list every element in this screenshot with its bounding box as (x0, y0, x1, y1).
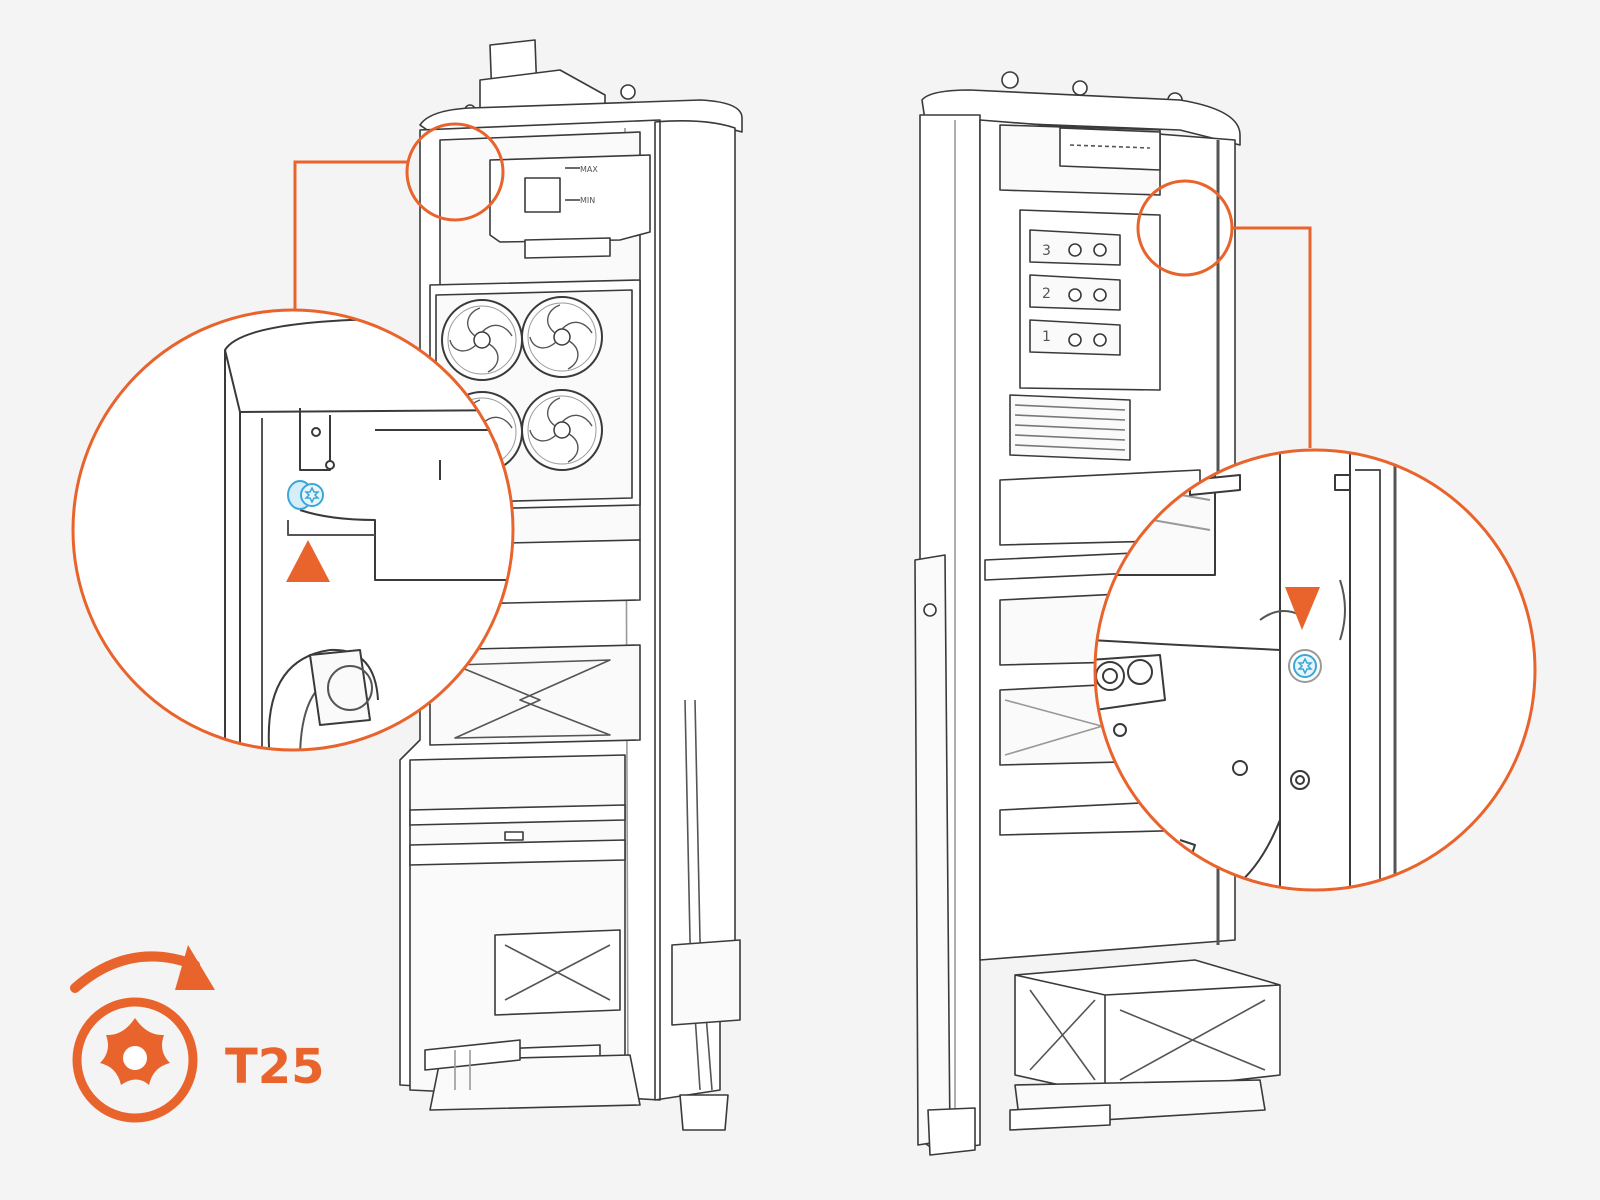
torx-icon (72, 997, 198, 1123)
clockwise-arrow-icon (70, 951, 200, 993)
clockwise-arrow-head-icon (175, 945, 215, 990)
left-callout-source-ring (405, 122, 505, 222)
terminal-number-1: 1 (1042, 329, 1051, 345)
terminal-number-3: 3 (1042, 243, 1051, 259)
tool-size-label: T25 (225, 1039, 325, 1095)
tank-min-label: MIN (580, 196, 595, 205)
arrow-up-icon (286, 540, 330, 582)
terminal-number-2: 2 (1042, 286, 1051, 302)
right-callout-leader (1232, 226, 1312, 448)
screw-icon (1288, 649, 1322, 683)
right-callout (1093, 448, 1537, 892)
left-callout-leader (293, 160, 408, 310)
tank-max-label: MAX (580, 165, 598, 174)
arrow-down-icon (1285, 587, 1320, 630)
tool-indicator: T25 (70, 945, 325, 1123)
screw-icon (287, 480, 324, 510)
